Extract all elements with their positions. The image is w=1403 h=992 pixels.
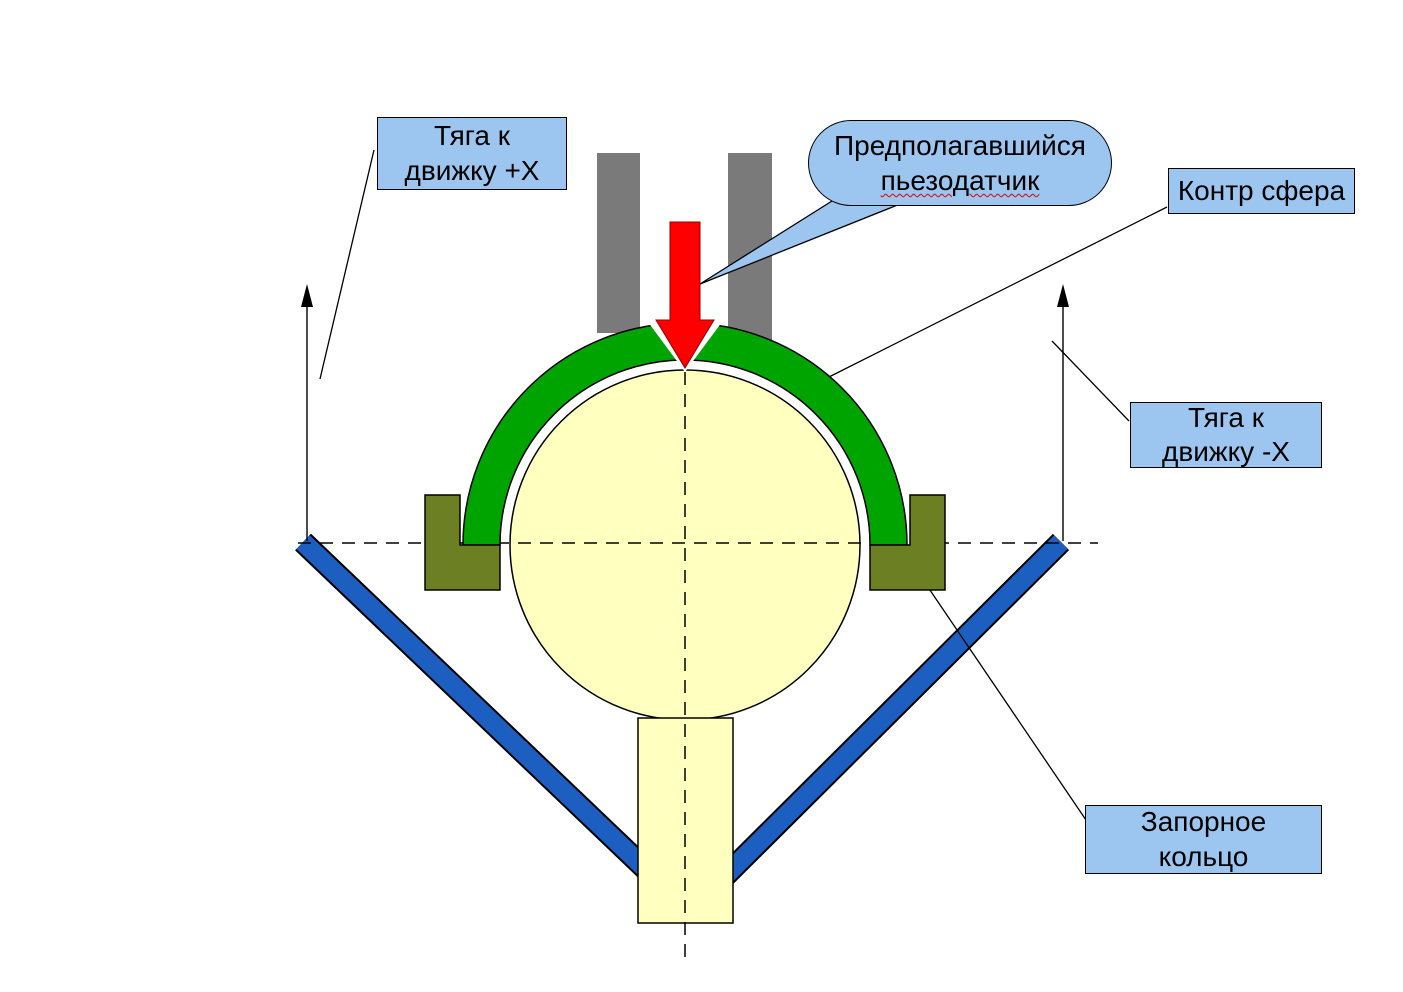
- label-locking-ring: Запорное кольцо: [1085, 805, 1322, 874]
- locking-ring-left: [424, 494, 501, 591]
- gray-post-left: [597, 153, 640, 333]
- leader-locking-ring: [916, 570, 1087, 821]
- leader-counter-sphere: [820, 206, 1168, 382]
- axis-arrow-right-head: [1057, 284, 1069, 307]
- piezo-arrow: [655, 221, 715, 369]
- label-counter-sphere: Контр сфера: [1168, 168, 1355, 214]
- axis-arrow-right: [1057, 284, 1069, 541]
- leader-rod-minus: [1051, 340, 1130, 422]
- callout-piezo-line1: Предполагавшийся: [834, 130, 1086, 161]
- locking-ring-right: [869, 494, 946, 591]
- counter-sphere-arc: [462, 322, 908, 546]
- callout-piezo-line2: пьезодатчик: [880, 165, 1040, 196]
- blue-bar-left: [296, 535, 663, 886]
- label-rod-plus-x: Тяга к движку +X: [377, 117, 567, 190]
- blue-bar-right: [712, 535, 1068, 889]
- callout-piezo-sensor: Предполагавшийся пьезодатчик: [808, 120, 1112, 206]
- axis-arrow-left-head: [301, 284, 313, 307]
- axis-arrow-left: [301, 284, 313, 541]
- label-rod-minus-x: Тяга к движку -X: [1130, 402, 1322, 468]
- leader-rod-plus: [319, 149, 375, 380]
